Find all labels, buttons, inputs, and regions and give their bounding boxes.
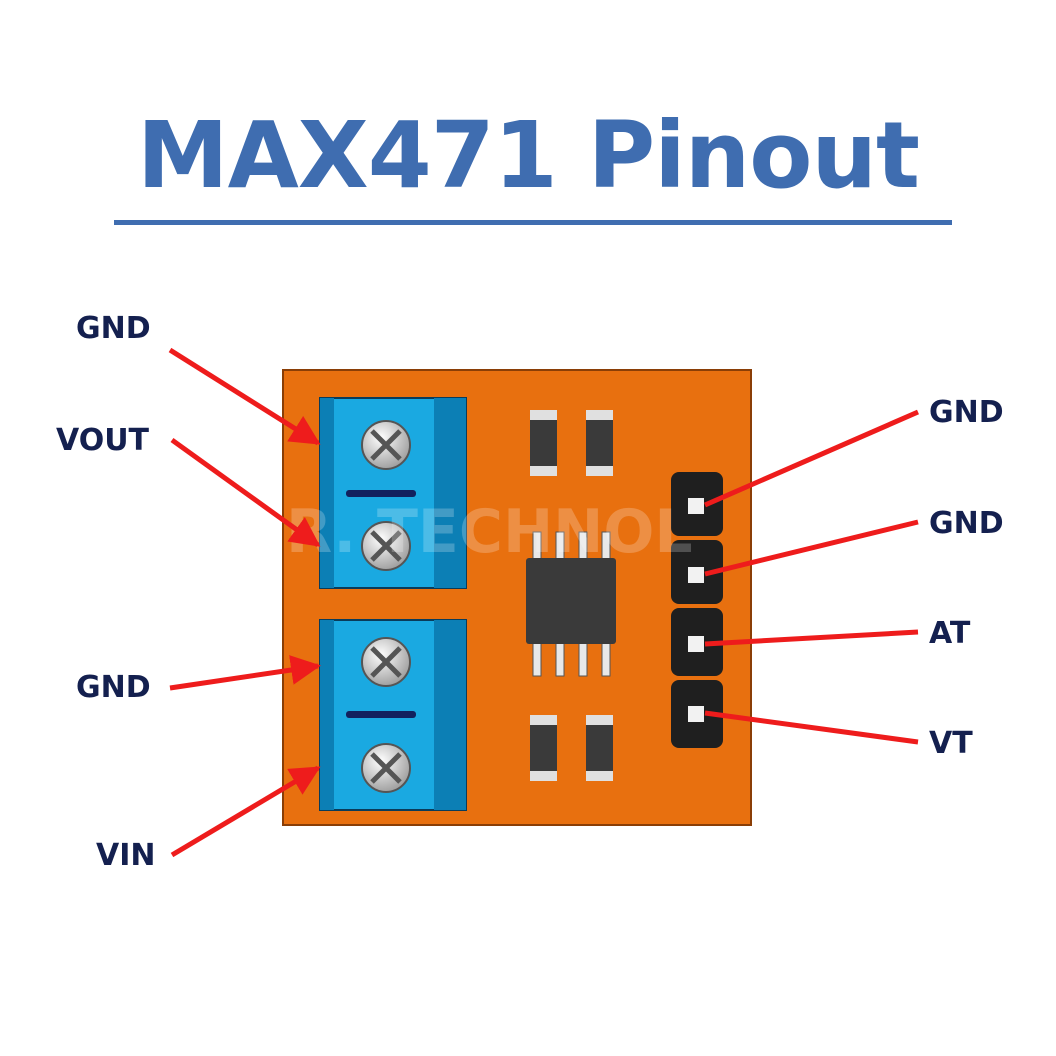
diagram-title: MAX471 Pinout [137, 102, 920, 209]
screw-icon [361, 743, 411, 793]
title-underline [114, 220, 952, 225]
arrow-left-vout [170, 437, 321, 548]
label-right-gnd-1: GND [929, 395, 1004, 430]
watermark: R. TECHNOL [286, 497, 693, 567]
arrow-right-gnd-2 [704, 519, 919, 577]
screw-icon [361, 521, 411, 571]
arrow-right-gnd-1 [703, 409, 920, 508]
screw-icon [361, 637, 411, 687]
smd-resistor [530, 410, 557, 476]
screw-icon [361, 420, 411, 470]
label-left-vout: VOUT [56, 423, 150, 458]
label-left-gnd-2: GND [76, 670, 151, 705]
label-right-vt: VT [929, 726, 973, 761]
smd-resistor [530, 715, 557, 781]
terminal-block-top [319, 397, 467, 589]
smd-resistor [586, 715, 613, 781]
arrow-left-vin [170, 765, 321, 858]
max471-chip [526, 531, 616, 677]
terminal-block-bottom [319, 619, 467, 811]
label-right-gnd-2: GND [929, 506, 1004, 541]
arrow-left-gnd-2 [169, 655, 321, 691]
label-left-gnd-1: GND [76, 311, 151, 346]
label-right-at: AT [929, 616, 971, 651]
arrow-right-vt [704, 710, 919, 745]
arrow-left-gnd-1 [168, 347, 321, 446]
label-left-vin: VIN [96, 838, 156, 873]
pin-header [671, 472, 723, 748]
arrow-right-at [704, 629, 919, 647]
smd-resistor [586, 410, 613, 476]
